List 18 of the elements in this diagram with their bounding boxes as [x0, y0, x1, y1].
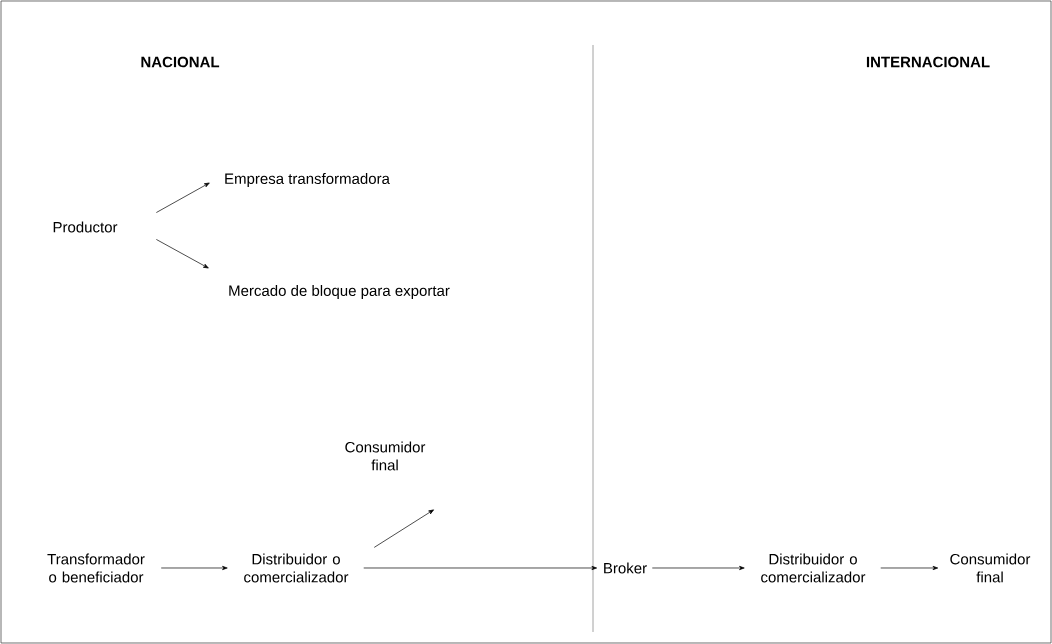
- node-label: Consumidor final: [950, 553, 1031, 583]
- node-label: Productor: [53, 221, 118, 233]
- arrow: [363, 565, 598, 571]
- node-label: Mercado de bloque para exportar: [229, 285, 450, 299]
- arrow: [156, 182, 210, 213]
- arrow: [160, 565, 228, 571]
- heading: NACIONAL: [141, 56, 220, 68]
- arrow: [651, 565, 745, 571]
- node-label: Distribuidor o comercializador: [244, 553, 349, 583]
- node-label: Empresa transformadora: [225, 173, 390, 187]
- node-label: Distribuidor o comercializador: [761, 553, 866, 583]
- heading: INTERNACIONAL: [866, 56, 990, 68]
- node-label: Consumidor final: [345, 441, 426, 471]
- node-label: Transformador o beneficiador: [47, 553, 145, 583]
- node-label: Broker: [604, 562, 647, 574]
- arrow: [156, 239, 209, 269]
- arrow: [373, 509, 434, 548]
- arrow: [880, 565, 939, 571]
